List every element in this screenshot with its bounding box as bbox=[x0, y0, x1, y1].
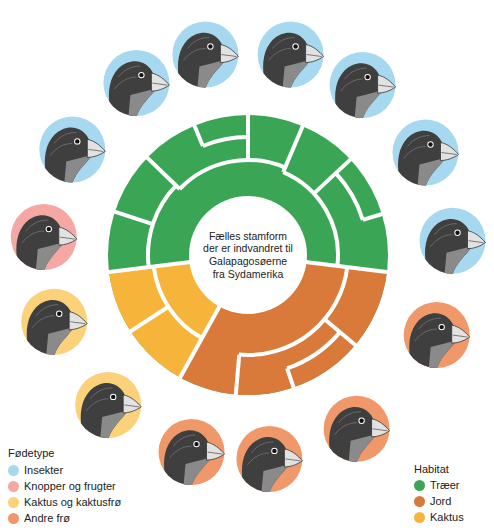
finch-head bbox=[398, 131, 458, 187]
food-disc bbox=[75, 372, 141, 438]
branch-arc bbox=[119, 126, 377, 384]
branch-line bbox=[283, 124, 303, 172]
food-disc bbox=[39, 116, 105, 182]
legend-entry: Træer bbox=[414, 478, 460, 492]
legend-text: Jord bbox=[430, 494, 451, 508]
finch-head bbox=[263, 33, 323, 89]
food-disc bbox=[404, 302, 470, 368]
legend-entry: Insekter bbox=[8, 463, 63, 477]
finch-badge bbox=[21, 289, 87, 356]
finch-badge bbox=[420, 208, 486, 275]
branch-arc bbox=[137, 144, 360, 367]
food-disc bbox=[324, 396, 390, 462]
finch-badge bbox=[75, 372, 141, 439]
finch-head bbox=[27, 300, 87, 356]
branch-line bbox=[129, 307, 168, 333]
finch-badge bbox=[236, 426, 302, 493]
food-disc bbox=[258, 22, 324, 88]
finch-head bbox=[409, 313, 469, 369]
branch-line bbox=[194, 124, 203, 146]
branch-lines bbox=[78, 85, 417, 424]
legend-swatch bbox=[414, 512, 425, 523]
food-disc bbox=[172, 22, 238, 88]
legend-entry: Kaktus og kaktusfrø bbox=[8, 495, 121, 509]
branch-line bbox=[113, 211, 153, 224]
finch-badge bbox=[159, 419, 225, 486]
finch-head bbox=[242, 437, 302, 493]
branch-arc bbox=[78, 85, 417, 424]
ancestor-circle-fill bbox=[189, 196, 307, 314]
branch-arc bbox=[79, 86, 417, 424]
finch-head bbox=[335, 63, 395, 119]
finch-badge bbox=[404, 302, 470, 369]
food-disc bbox=[420, 208, 486, 274]
finch-head bbox=[45, 128, 105, 184]
legend-swatch bbox=[414, 480, 425, 491]
food-disc bbox=[236, 426, 302, 492]
food-disc bbox=[159, 419, 225, 485]
legend-text: Insekter bbox=[24, 463, 63, 477]
finch-badge bbox=[39, 116, 105, 183]
ancestor-text: Fælles stamform der er indvandret til Ga… bbox=[202, 230, 294, 280]
food-disc bbox=[11, 204, 77, 270]
finch-badge bbox=[258, 22, 324, 89]
finch-badge bbox=[393, 120, 459, 187]
branch-arc bbox=[94, 101, 402, 409]
legend-entry: Andre frø bbox=[8, 511, 70, 525]
legend-heading: Fødetype bbox=[8, 446, 54, 460]
finch-head bbox=[178, 33, 238, 89]
finch-head bbox=[81, 383, 141, 439]
food-disc bbox=[21, 289, 87, 355]
finch-head bbox=[425, 219, 485, 275]
legend-swatch bbox=[8, 465, 19, 476]
legend-swatch bbox=[8, 497, 19, 508]
ancestor-circle: Fælles stamform der er indvandret til Ga… bbox=[189, 196, 307, 314]
legend-entry: Kaktus bbox=[414, 510, 464, 524]
branch-arc bbox=[137, 144, 360, 367]
legend-text: Træer bbox=[430, 478, 460, 492]
finch-badge bbox=[324, 396, 390, 463]
legend-swatch bbox=[8, 513, 19, 524]
legend-swatch bbox=[8, 481, 19, 492]
food-disc bbox=[330, 52, 396, 118]
branch-arc bbox=[130, 137, 366, 373]
branch-line bbox=[287, 368, 294, 389]
branch-line bbox=[236, 355, 240, 397]
food-disc bbox=[393, 120, 459, 186]
legend-heading: Habitat bbox=[414, 462, 449, 476]
food-disc bbox=[103, 50, 169, 116]
legend-entry: Knopper og frugter bbox=[8, 479, 116, 493]
finch-badge bbox=[103, 50, 169, 117]
branch-line bbox=[363, 213, 384, 219]
finch-badge bbox=[330, 52, 396, 119]
finch-badge bbox=[11, 204, 77, 271]
branch-arc bbox=[114, 121, 383, 390]
legend-text: Knopper og frugter bbox=[24, 479, 116, 493]
finch-head bbox=[329, 407, 389, 463]
finch-head bbox=[164, 430, 224, 486]
finch-head bbox=[16, 215, 76, 271]
finch-badge bbox=[172, 22, 238, 89]
finch-head bbox=[109, 61, 169, 117]
legend-text: Andre frø bbox=[24, 511, 70, 525]
legend-text: Kaktus bbox=[430, 510, 464, 524]
branch-line bbox=[146, 156, 180, 189]
legend-text: Kaktus og kaktusfrø bbox=[24, 495, 121, 509]
legend-entry: Jord bbox=[414, 494, 451, 508]
legend-swatch bbox=[414, 496, 425, 507]
branch-line bbox=[179, 304, 221, 379]
